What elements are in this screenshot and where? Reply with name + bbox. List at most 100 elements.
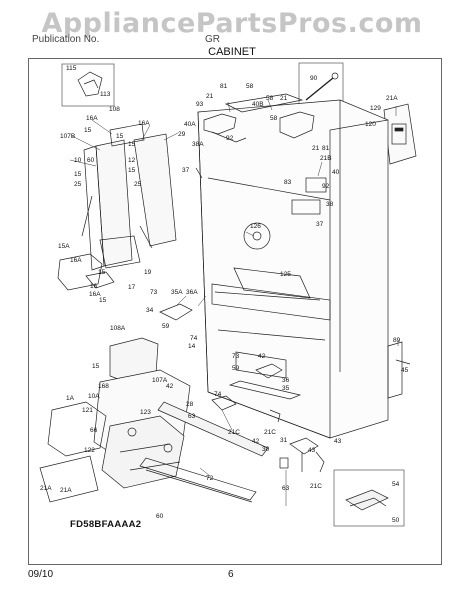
callout: 35A	[171, 289, 183, 296]
callout: 15A	[58, 243, 70, 250]
model-code: FD58BFAAAA2	[70, 519, 142, 530]
callout: 42	[166, 383, 174, 390]
callout: 60	[87, 157, 95, 164]
callout: 43	[334, 438, 342, 445]
callout: 37	[182, 167, 190, 174]
callout: 15	[98, 269, 106, 276]
callout: 15	[116, 133, 124, 140]
callout: 50	[392, 517, 400, 524]
callout: 108A	[110, 325, 126, 332]
callout: 90	[310, 75, 318, 82]
callout: 21C	[264, 429, 276, 436]
callout: 74	[190, 335, 198, 342]
callout: 31	[280, 437, 288, 444]
callout: 60	[156, 513, 164, 520]
callout: 30	[262, 446, 270, 453]
callout: 14	[188, 343, 196, 350]
callout: 35	[282, 385, 290, 392]
callout: 73	[232, 353, 240, 360]
callout: 21C	[228, 429, 240, 436]
callout: 21	[280, 95, 288, 102]
callout: 73	[150, 289, 158, 296]
callout: 89	[393, 337, 401, 344]
publication-label: Publication No.	[32, 34, 100, 45]
callout: 21A	[386, 95, 398, 102]
diagram-frame	[28, 58, 442, 565]
callout: 72	[206, 475, 214, 482]
callout: 25	[134, 181, 142, 188]
callout: 59	[162, 323, 170, 330]
bottom-right-hinge	[279, 437, 325, 473]
kick-plate	[139, 401, 269, 503]
top-hinge-parts	[195, 93, 327, 215]
callout: 58	[246, 83, 254, 90]
callout: 121	[82, 407, 93, 414]
cabinet-body	[197, 99, 389, 439]
callout: 63	[282, 485, 290, 492]
callout: 58	[270, 115, 278, 122]
callout: 21A	[40, 485, 52, 492]
callout: 21	[206, 93, 214, 100]
drawer-parts-inset	[333, 469, 405, 527]
callout: 59	[232, 365, 240, 372]
callout: 126	[250, 223, 261, 230]
callout: 92	[322, 183, 330, 190]
callout: 29	[178, 131, 186, 138]
callout: 12	[128, 157, 136, 164]
callout: 113	[100, 91, 111, 98]
callout: 168	[98, 383, 109, 390]
callout: 15	[99, 297, 107, 304]
callout: 16A	[70, 257, 82, 264]
callout: 38A	[192, 141, 204, 148]
callout: 36	[282, 377, 290, 384]
hinge-cover-inset	[61, 63, 115, 107]
side-bracket	[387, 341, 411, 399]
door-liner-assembly	[57, 123, 177, 291]
callout: 21C	[310, 483, 322, 490]
callout: 115	[66, 65, 77, 72]
callout: 123	[140, 409, 151, 416]
callout: 21B	[320, 155, 332, 162]
callout: 63	[188, 413, 196, 420]
callout: 74	[214, 391, 222, 398]
leader-lines	[69, 99, 399, 506]
callout: 15	[74, 171, 82, 178]
callout: 1A	[66, 395, 75, 402]
callout: 129	[370, 105, 381, 112]
callout: 120	[365, 121, 376, 128]
callout: 15	[128, 141, 136, 148]
callout: 19	[144, 269, 152, 276]
callout: 43	[308, 447, 316, 454]
footer-date: 09/10	[28, 569, 54, 580]
callout: 40A	[184, 121, 196, 128]
callout: 83	[284, 179, 292, 186]
callout: 66	[90, 427, 98, 434]
callout: 45	[401, 367, 409, 374]
callout: 107A	[152, 377, 168, 384]
callout: 37	[316, 221, 324, 228]
callout: 92	[226, 135, 234, 142]
callout: 42	[252, 438, 260, 445]
callout: 21A	[60, 487, 72, 494]
ice-dispenser-assembly	[39, 337, 191, 503]
callout: 93	[196, 101, 204, 108]
callout: 81	[322, 145, 330, 152]
callout: 15	[84, 127, 92, 134]
callout: 81	[220, 83, 228, 90]
callout: 10A	[88, 393, 100, 400]
callout: 16	[90, 283, 98, 290]
callout: 38	[326, 201, 334, 208]
callout: 16A	[86, 115, 98, 122]
callout: 122	[84, 447, 95, 454]
callout: 28	[186, 401, 194, 408]
callout: 107B	[60, 133, 75, 140]
callout: 16A	[138, 120, 150, 127]
model-prefix: GR	[205, 34, 220, 45]
callout: 17	[128, 284, 136, 291]
section-title: CABINET	[208, 46, 256, 58]
center-hinge	[159, 303, 283, 423]
callout: 54	[392, 481, 400, 488]
